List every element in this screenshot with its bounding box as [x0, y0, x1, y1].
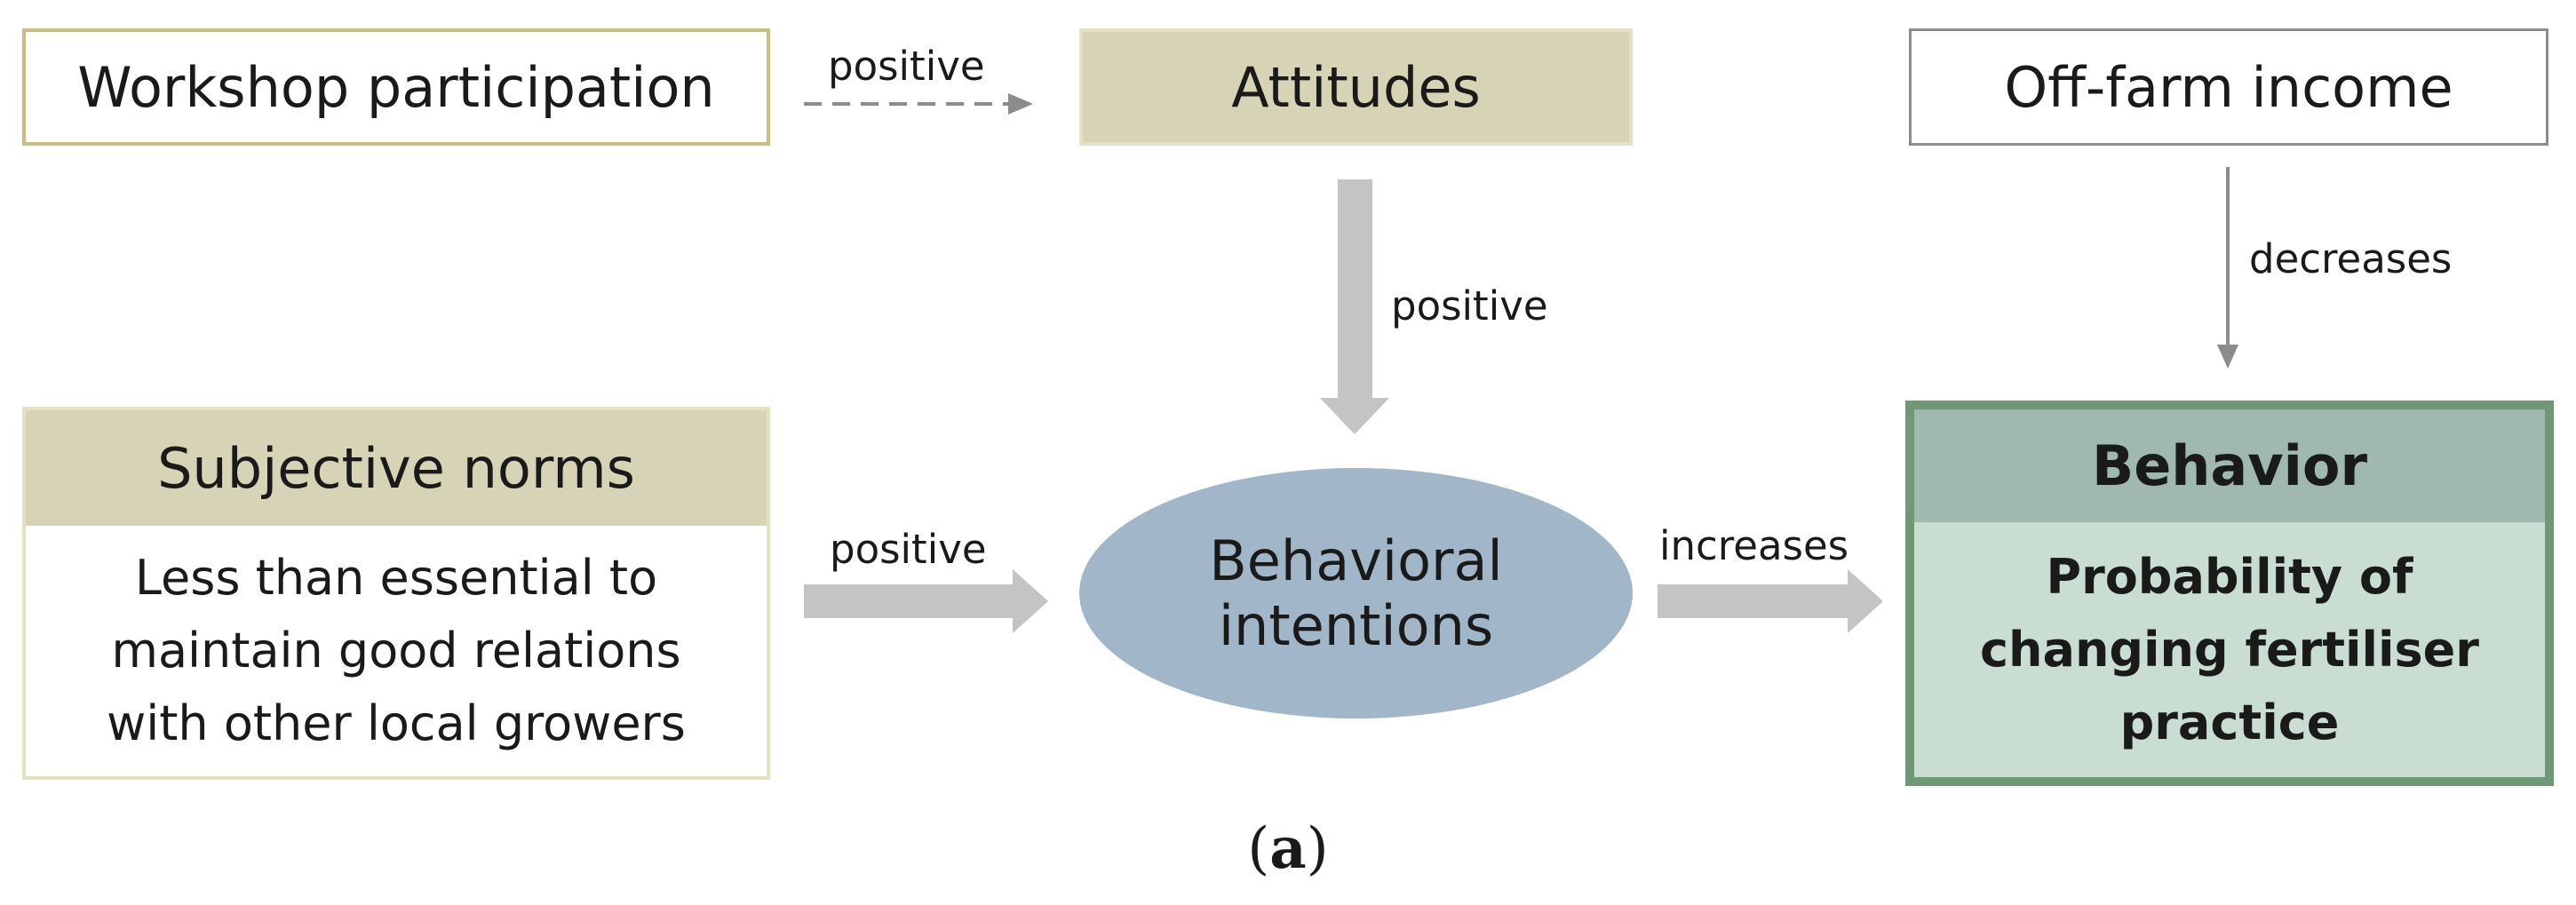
block-arrow-attitudes-intentions — [1320, 179, 1389, 434]
node-attitudes-label: Attitudes — [1231, 54, 1481, 120]
norms-header: Subjective norms — [26, 410, 767, 526]
node-subjective-norms: Subjective norms Less than essential to … — [22, 407, 770, 780]
node-offfarm-label: Off-farm income — [2004, 54, 2453, 120]
node-behavior: Behavior Probability of changing fertili… — [1905, 401, 2554, 786]
block-arrow-intentions-behavior — [1658, 569, 1883, 633]
norms-title: Subjective norms — [157, 435, 635, 501]
dashed-arrow-workshop-attitudes — [804, 93, 1033, 115]
figure-caption: (a) — [0, 815, 2576, 882]
node-workshop-participation: Workshop participation — [22, 28, 770, 146]
behavior-header: Behavior — [1914, 409, 2545, 522]
caption-letter: a — [1269, 815, 1307, 882]
behavior-description: Probability of changing fertiliser pract… — [1914, 522, 2545, 777]
node-attitudes: Attitudes — [1079, 28, 1633, 146]
norms-line: with other local growers — [107, 695, 686, 751]
edge-label-offfarm-behavior: decreases — [2249, 235, 2453, 282]
edge-label-norms-intentions: positive — [830, 526, 987, 573]
behavior-title: Behavior — [2091, 433, 2368, 498]
intentions-line: intentions — [1218, 593, 1494, 658]
norms-line: Less than essential to — [134, 550, 658, 606]
norms-description: Less than essential to maintain good rel… — [26, 526, 767, 776]
behavior-line: changing fertiliser — [1980, 621, 2479, 678]
node-workshop-label: Workshop participation — [77, 54, 715, 120]
caption-close: ) — [1306, 816, 1329, 882]
edge-label-attitudes-intentions: positive — [1391, 282, 1548, 329]
norms-line: maintain good relations — [111, 623, 681, 679]
thin-arrow-offfarm-behavior — [2217, 167, 2238, 369]
behavior-line: Probability of — [2046, 548, 2413, 605]
edge-label-intentions-behavior: increases — [1659, 522, 1849, 569]
block-arrow-norms-intentions — [804, 569, 1048, 633]
node-behavioral-intentions: Behavioral intentions — [1079, 468, 1633, 718]
caption-open: ( — [1247, 816, 1270, 882]
intentions-line: Behavioral — [1209, 528, 1503, 593]
node-off-farm-income: Off-farm income — [1909, 28, 2548, 146]
behavior-line: practice — [2119, 694, 2340, 750]
edge-label-workshop-attitudes: positive — [828, 43, 985, 90]
